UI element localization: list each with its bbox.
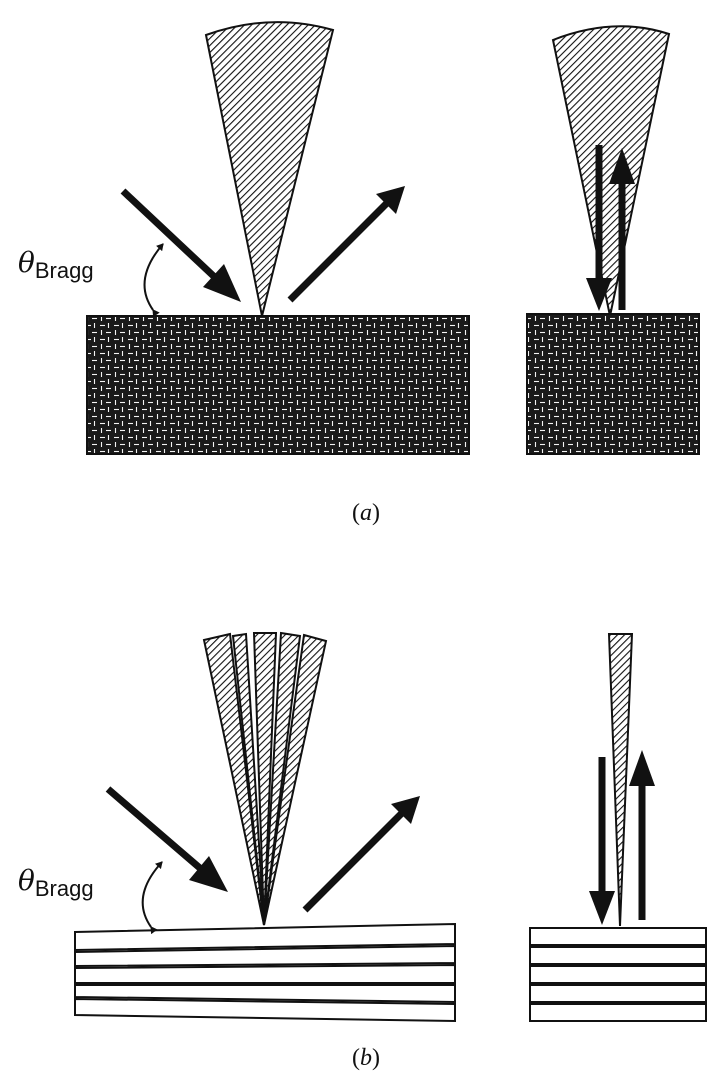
incident-beam-arrow bbox=[586, 145, 612, 311]
diffracted-cone bbox=[204, 21, 335, 317]
diffracted-wedge bbox=[231, 632, 265, 926]
mosaic-layer bbox=[74, 944, 456, 968]
diffracted-wedge bbox=[607, 633, 634, 927]
crystal-layer bbox=[529, 965, 707, 984]
diffracted-beam-arrow bbox=[302, 796, 420, 913]
panel-b-left: θBragg bbox=[18, 631, 456, 1023]
panel-b: θBragg (b) bbox=[18, 631, 707, 1071]
diffracted-beam-arrow bbox=[287, 186, 405, 303]
crystal-layer bbox=[529, 1003, 707, 1022]
bragg-angle-arc bbox=[143, 243, 164, 318]
panel-a: θBragg (a) bbox=[18, 21, 700, 526]
crystal-block bbox=[86, 315, 470, 455]
mosaic-layer bbox=[74, 997, 456, 1023]
incident-beam-arrow bbox=[105, 786, 228, 892]
panel-b-right bbox=[529, 633, 707, 1022]
panel-label-a: (a) bbox=[352, 500, 380, 526]
diffracted-cone bbox=[551, 25, 671, 317]
diffracted-wedge bbox=[252, 632, 278, 926]
diffracted-beam-arrow bbox=[629, 750, 655, 920]
panel-label-b: (b) bbox=[352, 1045, 380, 1071]
crystal-layer bbox=[529, 927, 707, 946]
bragg-angle-label: θBragg bbox=[18, 864, 94, 901]
diffracted-wedge bbox=[263, 631, 302, 926]
panel-a-right bbox=[526, 25, 700, 455]
crystal-layer bbox=[529, 984, 707, 1003]
bragg-angle-label: θBragg bbox=[18, 246, 94, 283]
incident-beam-arrow bbox=[589, 757, 615, 925]
incident-beam-arrow bbox=[120, 188, 241, 302]
diffracted-wedge bbox=[263, 633, 328, 926]
crystal-block bbox=[526, 313, 700, 455]
panel-a-left: θBragg bbox=[18, 21, 470, 455]
mosaic-layer bbox=[74, 922, 456, 952]
mosaic-layer bbox=[74, 963, 456, 984]
mosaic-layer bbox=[74, 984, 456, 1004]
diffracted-wedge bbox=[202, 632, 265, 926]
crystal-layer bbox=[529, 946, 707, 965]
bragg-angle-arc bbox=[141, 861, 163, 935]
diffracted-beam-arrow bbox=[609, 148, 635, 310]
